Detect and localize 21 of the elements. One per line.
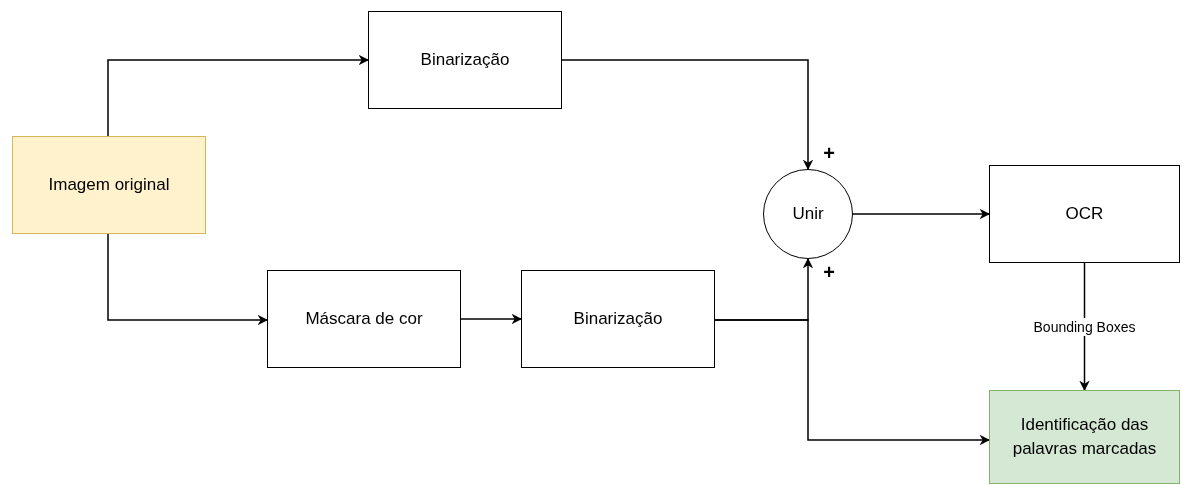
arrow xyxy=(561,59,814,171)
node-label: Unir xyxy=(791,203,825,225)
arrow xyxy=(107,233,269,326)
arrow xyxy=(714,319,991,446)
arrow xyxy=(852,208,991,220)
arrow xyxy=(460,313,523,325)
node-label: Imagem original xyxy=(47,174,171,196)
input-box xyxy=(12,136,206,234)
node-label: OCR xyxy=(1064,203,1105,225)
process-box xyxy=(989,165,1180,263)
node-label: Binarização xyxy=(572,308,664,330)
node-label: Binarização xyxy=(419,49,511,71)
plus-sign: + xyxy=(823,143,835,163)
process-box xyxy=(521,270,715,368)
process-box xyxy=(368,11,562,109)
process-box xyxy=(267,270,461,368)
node-label: Identificação das palavras marcadas xyxy=(1011,414,1158,460)
output-box xyxy=(989,390,1180,484)
plus-sign: + xyxy=(823,262,835,282)
node-label: Máscara de cor xyxy=(304,308,424,330)
arrow xyxy=(107,54,370,137)
